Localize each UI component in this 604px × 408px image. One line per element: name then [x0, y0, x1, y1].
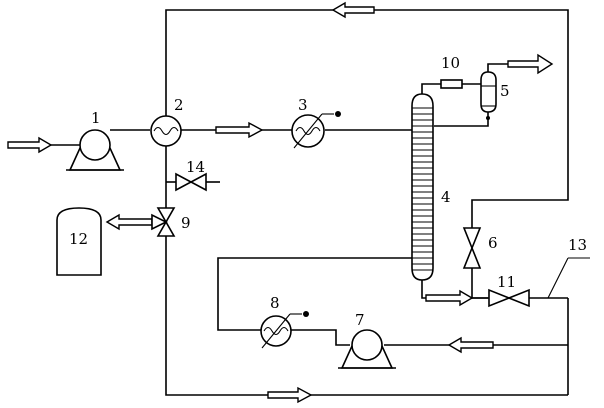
label-6: 6: [488, 234, 498, 252]
cooler8-loop-line: [217, 257, 415, 331]
label-12: 12: [69, 230, 88, 248]
tank-12: [56, 207, 102, 276]
label-13: 13: [568, 236, 587, 254]
distillation-column-4: [411, 93, 434, 281]
top-recycle-line: [165, 9, 569, 228]
arrow-column-bottom: [425, 289, 474, 307]
label-3: 3: [298, 96, 308, 114]
label-13-leader: [547, 257, 590, 299]
arrow-feed: [7, 136, 53, 154]
heater-3: [291, 111, 341, 149]
arrow-return: [447, 336, 494, 354]
bottom-return-line: [165, 236, 568, 396]
label-14: 14: [186, 158, 205, 176]
arrow-bottom: [267, 386, 313, 404]
valve-14: [175, 172, 207, 192]
arrow-to-tank12: [105, 213, 153, 231]
vessel-5: [480, 71, 497, 120]
arrow-top-left: [331, 1, 375, 19]
label-5: 5: [500, 82, 510, 100]
pump-1: [66, 129, 124, 171]
pump7-to-cooler8-line: [290, 329, 350, 346]
label-7: 7: [355, 311, 365, 329]
label-11: 11: [497, 273, 516, 291]
reflux-line: [434, 112, 489, 127]
label-4: 4: [441, 188, 451, 206]
column-trays: [412, 107, 433, 271]
arrow-to-heater: [215, 121, 264, 139]
label-8: 8: [270, 294, 280, 312]
valve-6: [462, 227, 482, 269]
label-1: 1: [91, 109, 101, 127]
three-way-valve-9: [151, 207, 176, 237]
pump-7: [338, 329, 396, 369]
label-9: 9: [181, 214, 191, 232]
label-10: 10: [441, 54, 460, 72]
column-overhead-line: [421, 83, 441, 96]
label-2: 2: [174, 96, 184, 114]
element-10: [440, 79, 463, 89]
valve-11: [488, 288, 530, 308]
heat-exchanger-2: [150, 115, 182, 147]
equipment-labels: 1 2 3 4 5 6 7 8 9 10 11 12 13 14: [69, 54, 587, 329]
arrow-vent: [507, 53, 554, 75]
vent-line: [487, 63, 515, 72]
cooler-8: [260, 311, 309, 349]
